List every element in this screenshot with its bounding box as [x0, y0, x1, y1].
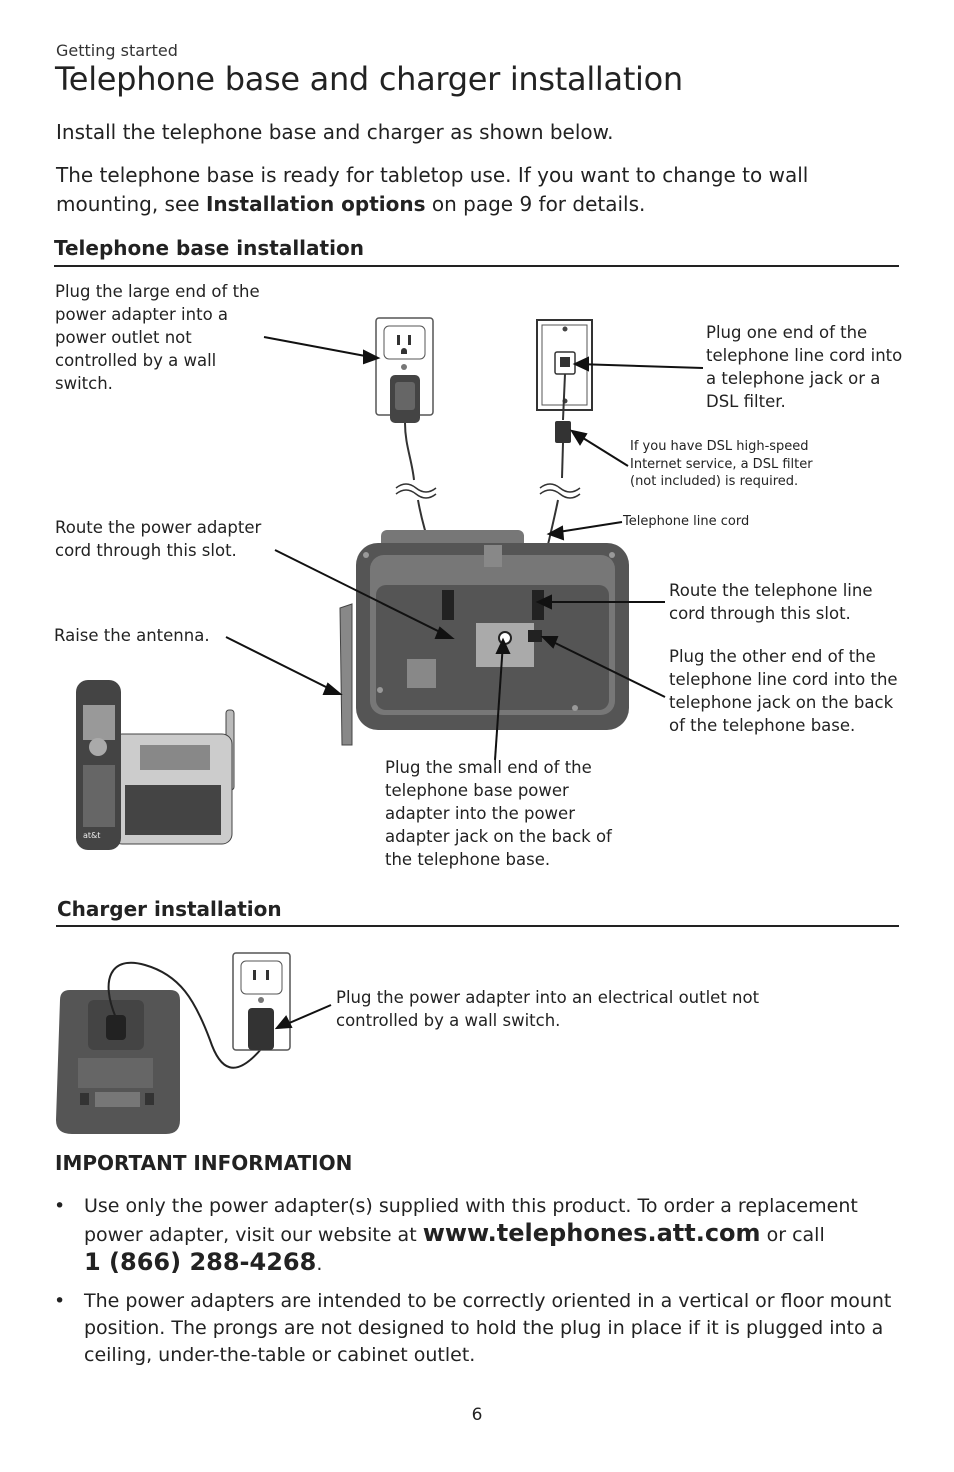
callout-antenna: Raise the antenna.	[54, 626, 210, 645]
charger-installation-heading: Charger installation	[57, 897, 282, 921]
charger-callout-arrow	[274, 1004, 332, 1030]
handset-and-base-front-illustration: at&t	[76, 680, 235, 850]
website-link[interactable]: www.telephones.att.com	[422, 1219, 761, 1247]
callout-arrows	[225, 336, 704, 761]
intro-paragraph-1: Install the telephone base and charger a…	[56, 120, 614, 144]
att-logo-text: at&t	[83, 831, 100, 840]
base-installation-diagram: at&t	[76, 317, 704, 850]
bullet-text: The power adapters are intended to be co…	[84, 1290, 892, 1366]
section-rule	[54, 265, 899, 267]
callout-route-line: Route the telephone line cord through th…	[669, 581, 873, 623]
charger-illustration	[56, 961, 263, 1134]
intro-paragraph-2: The telephone base is ready for tabletop…	[56, 161, 906, 219]
charger-outlet-illustration	[232, 952, 291, 1051]
page-title: Telephone base and charger installation	[55, 60, 683, 98]
section-rule	[56, 925, 899, 927]
intro-text: The telephone base is ready for tabletop…	[56, 163, 809, 216]
important-heading: IMPORTANT INFORMATION	[55, 1151, 353, 1175]
bullet-dot: •	[54, 1290, 66, 1312]
callout-dsl-note: If you have DSL high-speed Internet serv…	[630, 439, 813, 489]
bullet-dot: •	[54, 1195, 66, 1217]
charger-diagram	[56, 952, 332, 1134]
phone-number[interactable]: 1 (866) 288-4268	[84, 1248, 317, 1276]
callout-small-end: Plug the small end of the telephone base…	[385, 758, 612, 869]
callout-power-outlet: Plug the large end of the power adapter …	[55, 282, 260, 393]
base-installation-heading: Telephone base installation	[54, 236, 364, 260]
section-label: Getting started	[56, 41, 178, 60]
page-number: 6	[471, 1405, 483, 1425]
intro-text-end: on page 9 for details.	[425, 192, 646, 216]
installation-options-link-text: Installation options	[205, 192, 426, 216]
important-list: • Use only the power adapter(s) supplied…	[54, 1193, 914, 1379]
telephone-base-back-illustration	[339, 530, 629, 746]
callout-route-power: Route the power adapter cord through thi…	[55, 518, 262, 560]
bullet-text-end: .	[316, 1253, 323, 1275]
callout-charger-outlet: Plug the power adapter into an electrica…	[336, 988, 760, 1030]
callout-other-end: Plug the other end of the telephone line…	[669, 647, 898, 735]
callout-line-cord: Telephone line cord	[623, 514, 750, 529]
list-item: • Use only the power adapter(s) supplied…	[54, 1193, 914, 1278]
list-item: • The power adapters are intended to be …	[54, 1288, 914, 1369]
bullet-text-mid: or call	[760, 1224, 825, 1246]
bullet-text: Use only the power adapter(s) supplied w…	[84, 1195, 858, 1246]
callout-phone-jack: Plug one end of the telephone line cord …	[706, 323, 903, 411]
